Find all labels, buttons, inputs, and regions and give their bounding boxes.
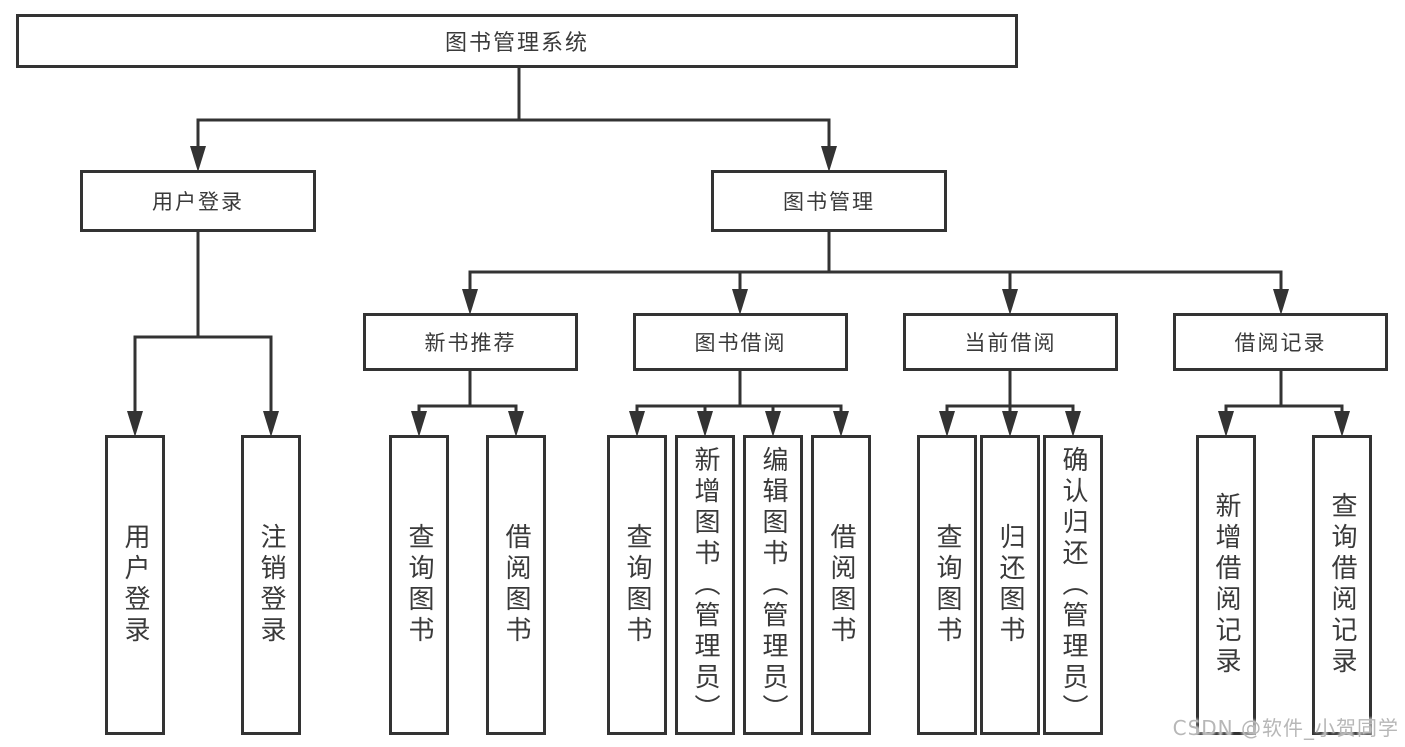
- node-borrow-record: 借阅记录: [1173, 313, 1388, 371]
- node-current-borrow: 当前借阅: [903, 313, 1118, 371]
- leaf-query-borrow-record: 查询借阅记录: [1312, 435, 1372, 735]
- node-library-system: 图书管理系统: [16, 14, 1018, 68]
- leaf-label: 确认归还（管理员）: [1058, 446, 1088, 725]
- node-user-login: 用户登录: [80, 170, 316, 232]
- leaf-label: 注销登录: [256, 523, 286, 647]
- leaf-label: 查询图书: [622, 523, 652, 647]
- leaf-borrow-books-recommend: 借阅图书: [486, 435, 546, 735]
- leaf-query-books-current: 查询图书: [917, 435, 977, 735]
- node-new-book-recommend: 新书推荐: [363, 313, 578, 371]
- leaf-borrow-books: 借阅图书: [811, 435, 871, 735]
- leaf-query-books-recommend: 查询图书: [389, 435, 449, 735]
- leaf-logout: 注销登录: [241, 435, 301, 735]
- leaf-label: 新增借阅记录: [1211, 492, 1241, 678]
- leaf-label: 借阅图书: [501, 523, 531, 647]
- leaf-label: 用户登录: [120, 523, 150, 647]
- leaf-label: 归还图书: [995, 523, 1025, 647]
- leaf-return-book: 归还图书: [980, 435, 1040, 735]
- leaf-label: 查询图书: [404, 523, 434, 647]
- leaf-confirm-return-admin: 确认归还（管理员）: [1043, 435, 1103, 735]
- leaf-edit-book-admin: 编辑图书（管理员）: [743, 435, 803, 735]
- leaf-query-books-borrow: 查询图书: [607, 435, 667, 735]
- leaf-label: 查询借阅记录: [1327, 492, 1357, 678]
- leaf-add-borrow-record: 新增借阅记录: [1196, 435, 1256, 735]
- leaf-add-book-admin: 新增图书（管理员）: [675, 435, 735, 735]
- leaf-user-login: 用户登录: [105, 435, 165, 735]
- leaf-label: 编辑图书（管理员）: [758, 446, 788, 725]
- node-book-management: 图书管理: [711, 170, 947, 232]
- leaf-label: 借阅图书: [826, 523, 856, 647]
- csdn-watermark: CSDN @软件_小贺同学: [1172, 716, 1399, 740]
- leaf-label: 查询图书: [932, 523, 962, 647]
- leaf-label: 新增图书（管理员）: [690, 446, 720, 725]
- node-book-borrow: 图书借阅: [633, 313, 848, 371]
